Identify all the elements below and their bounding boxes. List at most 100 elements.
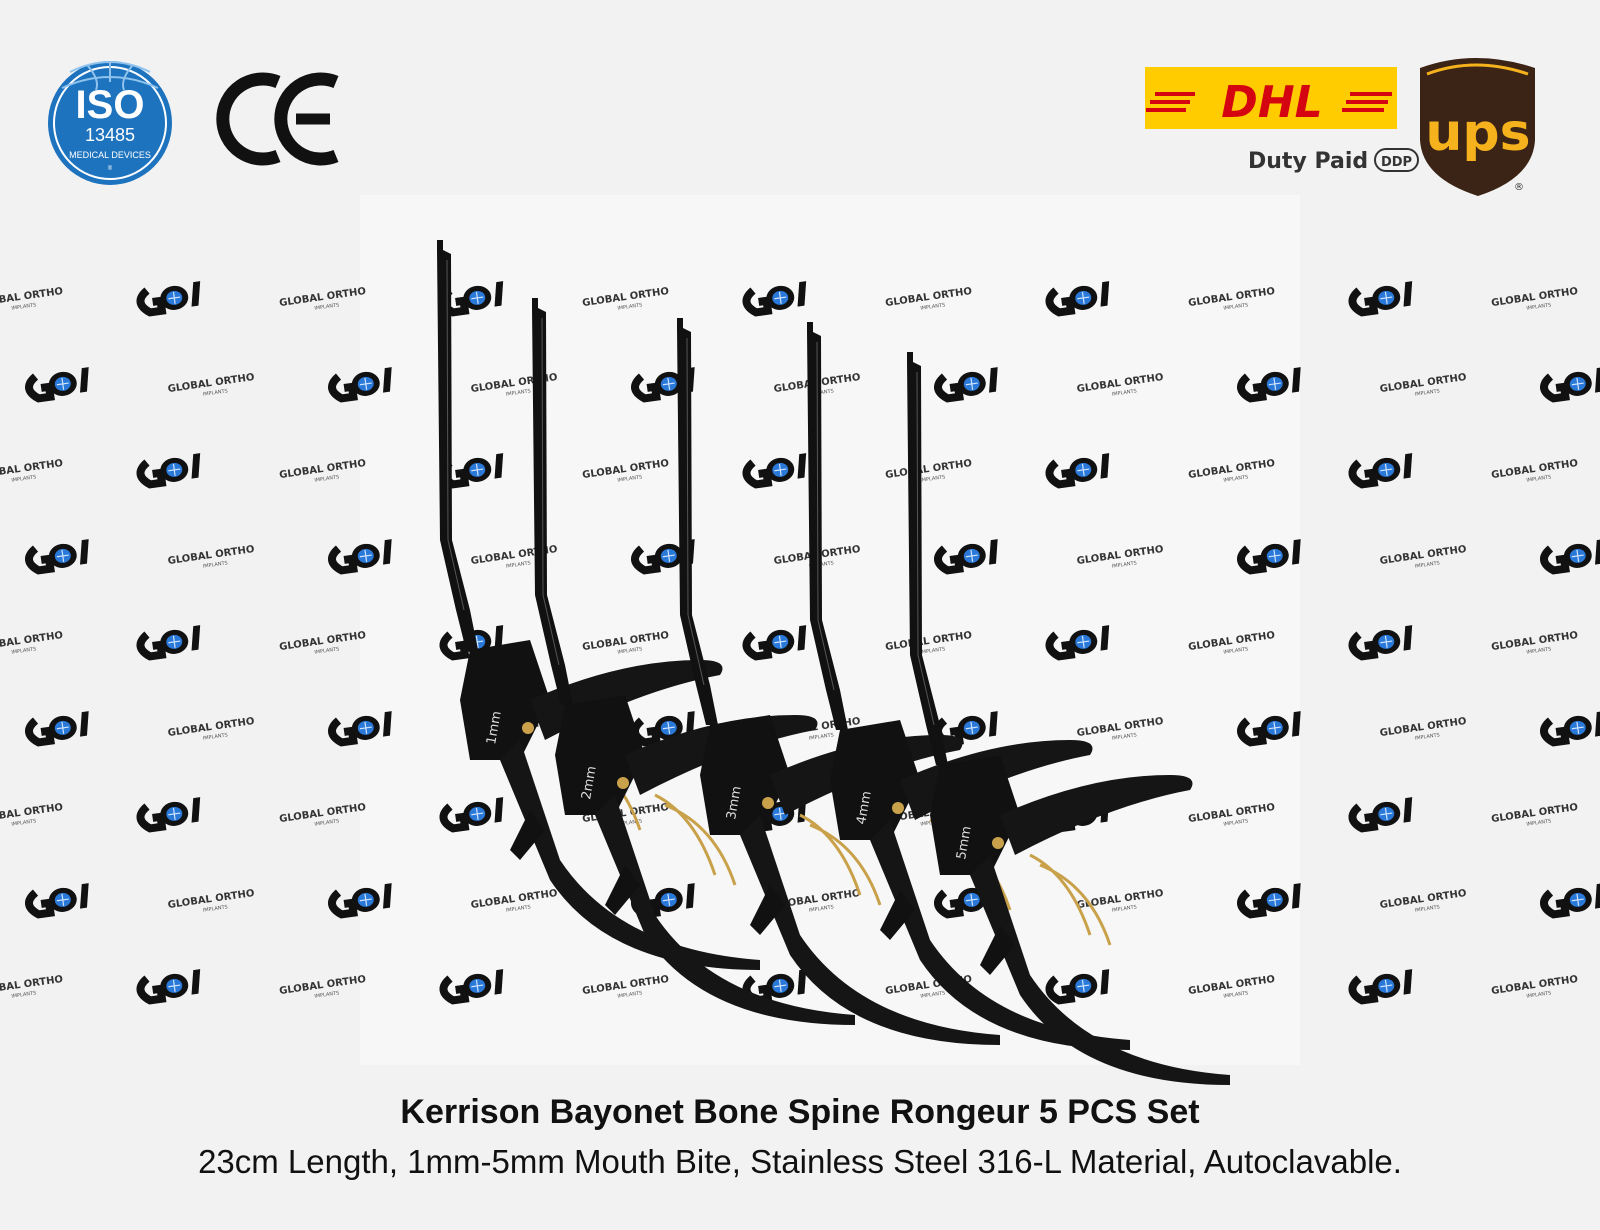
goi-logo-icon <box>1348 453 1413 489</box>
photo-backdrop <box>360 195 1300 1065</box>
goi-logo-icon <box>439 969 504 1005</box>
instrument-size-label: 4mm <box>854 790 875 826</box>
iso-registered: ® <box>108 165 113 172</box>
watermark-brand-sub: IMPLANTS <box>11 818 37 827</box>
watermark-brand-sub: IMPLANTS <box>617 818 643 827</box>
goi-logo-icon <box>328 883 392 919</box>
watermark-brand-sub: IMPLANTS <box>920 474 946 483</box>
watermark-brand-sub: IMPLANTS <box>1112 904 1138 913</box>
goi-logo-icon <box>1045 281 1110 317</box>
instrument-size-label: 5mm <box>954 825 975 861</box>
instrument-size-label: 3mm <box>724 785 745 821</box>
goi-logo-icon <box>439 797 504 833</box>
rongeur-set-image: 1mm 2mm 3mm 4mm 5mm <box>437 240 1230 1085</box>
watermark-brand-sub: IMPLANTS <box>617 990 643 999</box>
goi-logo-icon <box>1540 367 1600 403</box>
goi-logo-icon <box>136 969 201 1005</box>
rongeur-instrument: 3mm <box>677 318 1000 1045</box>
iso-number: 13485 <box>85 125 135 145</box>
goi-logo-icon <box>1237 883 1301 919</box>
watermark-brand-sub: IMPLANTS <box>1526 302 1552 311</box>
product-title: Kerrison Bayonet Bone Spine Rongeur 5 PC… <box>400 1093 1200 1131</box>
goi-logo-icon <box>25 883 89 919</box>
dhl-logo: DHL <box>1145 67 1397 129</box>
ups-text: ups <box>1425 103 1530 163</box>
watermark-brand-sub: IMPLANTS <box>920 990 946 999</box>
watermark-brand-sub: IMPLANTS <box>1112 732 1138 741</box>
goi-logo-icon <box>1045 625 1110 661</box>
watermark-brand-sub: IMPLANTS <box>11 474 37 483</box>
goi-logo-icon <box>328 711 392 747</box>
watermark-brand-sub: IMPLANTS <box>203 388 229 397</box>
goi-logo-icon <box>742 453 807 489</box>
goi-logo-icon <box>1237 711 1301 747</box>
watermark-brand-sub: IMPLANTS <box>314 646 340 655</box>
watermark-brand-sub: IMPLANTS <box>314 474 340 483</box>
goi-logo-icon <box>136 453 201 489</box>
product-specs: 23cm Length, 1mm-5mm Mouth Bite, Stainle… <box>198 1143 1402 1180</box>
watermark-brand-sub: IMPLANTS <box>1415 732 1441 741</box>
ce-mark: CE <box>0 0 339 166</box>
watermark-brand-sub: IMPLANTS <box>617 646 643 655</box>
watermark-brand-sub: IMPLANTS <box>1415 904 1441 913</box>
goi-logo-icon <box>25 711 89 747</box>
goi-logo-icon <box>1045 453 1110 489</box>
goi-logo-icon <box>742 625 807 661</box>
ddp-pill <box>1374 148 1419 172</box>
rongeur-instrument: 5mm <box>907 352 1230 1085</box>
ups-logo: ups ® <box>1420 58 1535 196</box>
goi-logo-icon <box>136 625 201 661</box>
watermark-brand-sub: IMPLANTS <box>809 732 835 741</box>
watermark-brand-sub: IMPLANTS <box>203 904 229 913</box>
dhl-text: DHL <box>1221 77 1322 128</box>
goi-logo-icon <box>1045 969 1110 1005</box>
goi-logo-icon <box>1348 797 1413 833</box>
watermark-brand-sub: IMPLANTS <box>11 646 37 655</box>
goi-logo-icon <box>136 797 201 833</box>
watermark-brand-sub: IMPLANTS <box>1223 990 1249 999</box>
ce-text: CE <box>0 0 2 1</box>
watermark-brand-sub: IMPLANTS <box>314 990 340 999</box>
watermark-brand-sub: IMPLANTS <box>1223 474 1249 483</box>
watermark-brand-sub: IMPLANTS <box>1526 474 1552 483</box>
watermark-brand-sub: IMPLANTS <box>11 302 37 311</box>
goi-logo-icon <box>328 367 392 403</box>
watermark-brand-sub: IMPLANTS <box>1415 388 1441 397</box>
watermark-brand-sub: IMPLANTS <box>617 302 643 311</box>
iso-text: ISO <box>76 83 145 127</box>
watermark-brand-sub: IMPLANTS <box>809 904 835 913</box>
goi-logo-icon <box>934 367 998 403</box>
watermark-brand-sub: IMPLANTS <box>1526 990 1552 999</box>
watermark-brand-sub: IMPLANTS <box>11 990 37 999</box>
goi-logo-icon <box>1540 883 1600 919</box>
watermark-brand-sub: IMPLANTS <box>1223 646 1249 655</box>
watermark-brand-sub: IMPLANTS <box>1526 646 1552 655</box>
watermark-brand-sub: IMPLANTS <box>1112 560 1138 569</box>
watermark-brand-sub: IMPLANTS <box>1415 560 1441 569</box>
watermark-brand-sub: IMPLANTS <box>506 560 532 569</box>
goi-logo-icon <box>1540 711 1600 747</box>
watermark-brand-sub: IMPLANTS <box>617 474 643 483</box>
goi-logo-icon <box>1237 367 1301 403</box>
goi-logo-icon <box>1540 539 1600 575</box>
goi-logo-icon <box>25 539 89 575</box>
goi-logo-icon <box>1348 625 1413 661</box>
goi-logo-icon <box>1348 281 1413 317</box>
watermark-brand-sub: IMPLANTS <box>314 818 340 827</box>
goi-logo-icon <box>1237 539 1301 575</box>
instrument-size-label: 2mm <box>579 765 600 801</box>
watermark-brand-sub: IMPLANTS <box>506 904 532 913</box>
watermark-brand-sub: IMPLANTS <box>506 388 532 397</box>
watermark-brand-sub: IMPLANTS <box>920 646 946 655</box>
watermark-brand-sub: IMPLANTS <box>1223 302 1249 311</box>
ups-registered: ® <box>1514 182 1524 193</box>
iso-13485-badge: ISO 13485 MEDICAL DEVICES ® <box>48 61 172 185</box>
duty-paid-label: Duty Paid <box>1248 149 1368 174</box>
watermark-brand-sub: IMPLANTS <box>1223 818 1249 827</box>
watermark-brand-sub: IMPLANTS <box>203 732 229 741</box>
watermark-brand-sub: IMPLANTS <box>1526 818 1552 827</box>
goi-logo-icon <box>328 539 392 575</box>
instrument-size-label: 1mm <box>484 710 505 746</box>
iso-label: MEDICAL DEVICES <box>69 150 151 160</box>
